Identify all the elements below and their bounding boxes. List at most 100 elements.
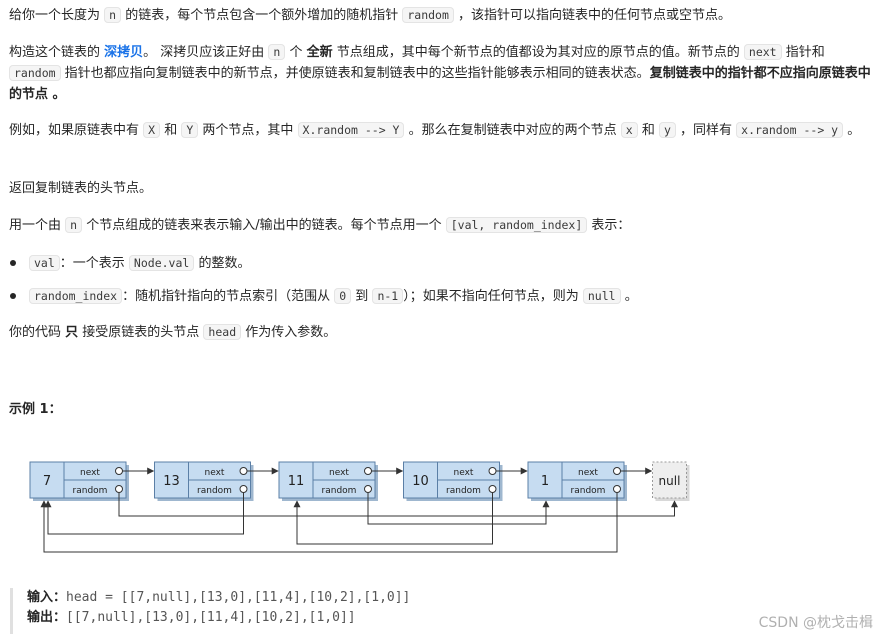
node-value: 10: [412, 474, 429, 489]
random-label: random: [322, 486, 357, 496]
next-label: next: [205, 468, 225, 478]
node-value: 11: [288, 474, 305, 489]
random-label: random: [197, 486, 232, 496]
bold-warning: 复制链表中的指针都不应指向原链表中的节点 。: [9, 66, 871, 102]
random-arrow: [40, 492, 618, 553]
paragraph-deep-copy: 构造这个链表的 深拷贝。 深拷贝应该正好由 n 个 全新 节点组成，其中每个新节…: [9, 42, 875, 105]
deep-copy-link[interactable]: 深拷贝: [104, 45, 144, 60]
next-label: next: [578, 468, 598, 478]
text: 作为传入参数。: [241, 325, 337, 340]
code-random: random: [9, 65, 61, 81]
code-node-val: Node.val: [128, 255, 195, 271]
code-n: n: [65, 217, 83, 233]
next-label: next: [454, 468, 474, 478]
paragraph-example-xy: 例如，如果原链表中有 X 和 Y 两个节点，其中 X.random --> Y …: [9, 120, 875, 141]
random-label: random: [446, 486, 481, 496]
node-value: 7: [43, 474, 51, 489]
text: 的链表，每个节点包含一个额外增加的随机指针: [121, 8, 403, 23]
text: 到: [351, 289, 373, 304]
code-null: null: [582, 288, 621, 304]
random-arrow: [293, 492, 493, 545]
text: 接受原链表的头节点: [78, 325, 204, 340]
null-label: null: [659, 474, 681, 488]
bullet-icon: [10, 293, 16, 299]
input-line: 输入：head = [[7,null],[13,0],[11,4],[10,2]…: [27, 588, 710, 608]
next-label: next: [80, 468, 100, 478]
code-val-random-index: [val, random_index]: [445, 217, 588, 233]
next-label: next: [329, 468, 349, 478]
example-title: 示例 1：: [9, 402, 62, 417]
code-random-index: random_index: [29, 288, 123, 304]
text: 构造这个链表的: [9, 45, 105, 60]
text: ：随机指针指向的节点索引（范围从: [122, 289, 335, 304]
node-value: 1: [541, 474, 549, 489]
list-item: random_index：随机指针指向的节点索引（范围从 0 到 n-1）；如果…: [9, 286, 638, 319]
random-arrow: [367, 492, 550, 525]
random-pointer-dot: [613, 485, 621, 493]
random-pointer-dot: [488, 485, 497, 493]
text: 表示：: [587, 218, 631, 233]
random-label: random: [73, 486, 108, 496]
text: 。: [620, 289, 638, 304]
random-arrow: [118, 492, 678, 517]
code-y: y: [658, 122, 676, 138]
text: ，该指针可以指向链表中的任何节点或空节点。: [453, 8, 732, 23]
text: 个节点组成的链表来表示输入/输出中的链表。每个节点用一个: [82, 218, 446, 233]
code-X-random: X.random --> Y: [297, 122, 405, 138]
watermark: CSDN @枕戈击楫: [758, 615, 873, 631]
random-pointer-dot: [115, 485, 123, 493]
linked-list-diagram: 7 next random 13 next random 11 next random 10 nex…: [29, 461, 690, 553]
text: 两个节点，其中: [198, 123, 298, 138]
list-item: val：一个表示 Node.val 的整数。: [9, 253, 638, 286]
text: 。那么在复制链表中对应的两个节点: [404, 123, 621, 138]
next-pointer-dot: [488, 467, 497, 475]
text: 。: [843, 123, 861, 138]
bullet-list: val：一个表示 Node.val 的整数。 random_index：随机指针…: [9, 253, 638, 319]
bold-only: 只: [65, 325, 79, 340]
random-pointer-dot: [364, 485, 372, 493]
null-box: [652, 461, 687, 499]
text: 指针和: [781, 45, 825, 60]
paragraph-representation: 用一个由 n 个节点组成的链表来表示输入/输出中的链表。每个节点用一个 [val…: [9, 215, 875, 236]
node-value: 13: [163, 474, 180, 489]
input-label: 输入：: [27, 590, 67, 605]
bullet-icon: [10, 260, 16, 266]
text: 例如，如果原链表中有: [9, 123, 144, 138]
text: ）；如果不指向任何节点，则为: [403, 289, 583, 304]
output-label: 输出：: [27, 610, 67, 625]
input-value: head = [[7,null],[13,0],[11,4],[10,2],[1…: [66, 590, 411, 605]
example-io: 输入：head = [[7,null],[13,0],[11,4],[10,2]…: [10, 588, 710, 634]
output-value: [[7,null],[13,0],[11,4],[10,2],[1,0]]: [66, 610, 356, 625]
paragraph-intro: 给你一个长度为 n 的链表，每个节点包含一个额外增加的随机指针 random ，…: [9, 5, 875, 26]
code-zero: 0: [334, 288, 352, 304]
output-line: 输出：[[7,null],[13,0],[11,4],[10,2],[1,0]]: [27, 608, 710, 628]
code-X: X: [143, 122, 161, 138]
random-arrow: [44, 492, 244, 535]
next-pointer-dot: [364, 467, 372, 475]
code-n: n: [268, 44, 286, 60]
text: 个: [285, 45, 307, 60]
random-label: random: [571, 486, 606, 496]
text: 和: [160, 123, 182, 138]
code-next: next: [743, 44, 782, 60]
paragraph-head-param: 你的代码 只 接受原链表的头节点 head 作为传入参数。: [9, 322, 875, 343]
text: ，同样有: [675, 123, 737, 138]
text: 的整数。: [194, 256, 251, 271]
paragraph-return: 返回复制链表的头节点。: [9, 181, 153, 196]
code-head: head: [203, 324, 242, 340]
text: 你的代码: [9, 325, 66, 340]
next-pointer-dot: [613, 467, 621, 475]
code-n: n: [104, 7, 122, 23]
next-pointer-dot: [239, 467, 248, 475]
code-n-minus-1: n-1: [372, 288, 404, 304]
bold-new: 全新: [306, 45, 333, 60]
text: 。 深拷贝应该正好由: [143, 45, 269, 60]
code-x-random: x.random --> y: [736, 122, 844, 138]
code-Y: Y: [181, 122, 199, 138]
code-val: val: [29, 255, 60, 271]
text: 和: [637, 123, 659, 138]
random-pointer-dot: [239, 485, 248, 493]
code-x: x: [620, 122, 638, 138]
next-pointer-dot: [115, 467, 123, 475]
code-random: random: [402, 7, 454, 23]
